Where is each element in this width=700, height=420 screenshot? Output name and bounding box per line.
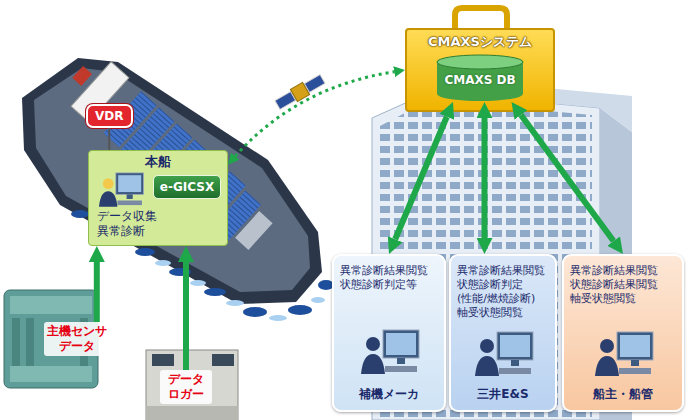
node-label: 主機センサ データ: [46, 324, 108, 354]
node-label: 異常診断結果閲覧 状態診断判定 (性能/燃焼診断) 軸受状態閲覧: [457, 264, 549, 320]
data-logger: [146, 350, 238, 420]
node-label: 異常診断結果閲覧 状態診断判定等: [340, 264, 438, 292]
node-label: CMAXS DB: [435, 72, 525, 88]
database-cylinder: CMAXS DB: [435, 54, 525, 102]
node-label: 本船: [89, 154, 227, 170]
node-label: データ ロガー: [162, 372, 210, 402]
flow-arrow: [183, 262, 189, 370]
onboard-box: 本船データ収集 異常診断 e-GICSX: [88, 150, 228, 246]
flow-arrow: [482, 118, 488, 238]
system-box: e-GICSX: [153, 175, 221, 199]
flow-arrow: [395, 117, 447, 240]
user-panel: 異常診断結果閲覧 状態診断結果閲覧 軸受状態閲覧船主・船管: [562, 254, 684, 412]
node-sublabel: 船主・船管: [570, 386, 676, 402]
node-sublabel: 補機メーカ: [340, 386, 438, 402]
sensor-label-box: 主機センサ データ: [44, 322, 110, 356]
computer-icon: [361, 328, 421, 374]
node-label: CMAXSシステム: [407, 34, 553, 50]
container-ship: [22, 50, 334, 321]
node-label: e-GICSX: [156, 179, 218, 195]
node-label: 異常診断結果閲覧 状態診断結果閲覧 軸受状態閲覧: [570, 264, 676, 306]
toolbox-handle: [455, 8, 507, 30]
flow-arrow: [94, 262, 100, 322]
vdr-tag: VDR: [86, 104, 133, 128]
user-panel: 異常診断結果閲覧 状態診断判定等補機メーカ: [332, 254, 446, 412]
satellite: [274, 73, 326, 111]
computer-icon: [99, 171, 145, 207]
node-label: VDR: [95, 108, 124, 124]
flow-arrow: [108, 128, 110, 150]
user-panel: 異常診断結果閲覧 状態診断判定 (性能/燃焼診断) 軸受状態閲覧三井E&S: [449, 254, 557, 412]
computer-icon: [475, 330, 535, 376]
toolbox-system: CMAXSシステム CMAXS DB: [405, 28, 555, 112]
logger-label-box: データ ロガー: [160, 370, 212, 404]
flow-arrow: [521, 115, 614, 241]
computer-icon: [595, 330, 655, 376]
node-sublabel: 三井E&S: [457, 386, 549, 402]
satellite-link: [235, 72, 394, 156]
node-sublabel: データ収集 異常診断: [97, 209, 171, 239]
